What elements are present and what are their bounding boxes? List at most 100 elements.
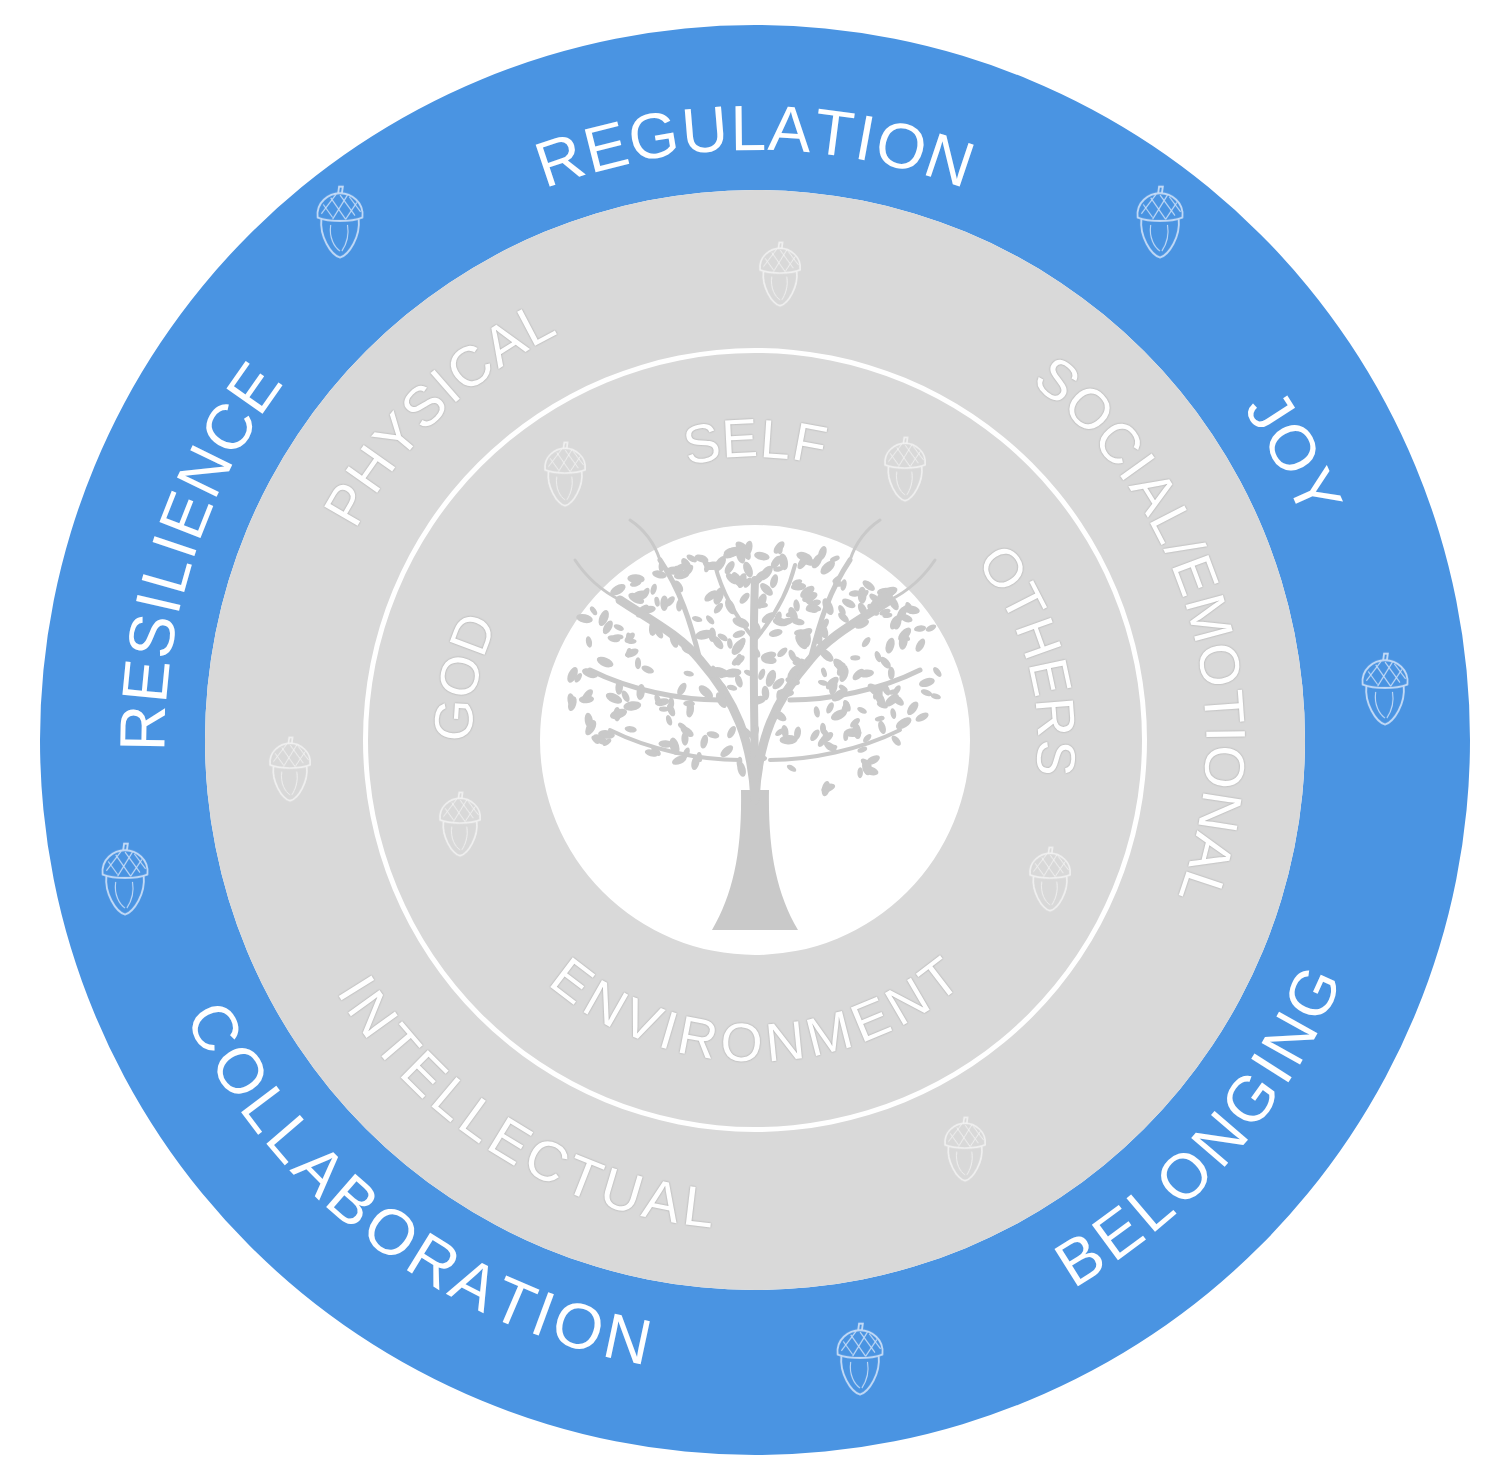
leaf <box>800 587 815 607</box>
ring-label: SELF <box>658 395 853 486</box>
leaf <box>711 665 731 679</box>
leaf <box>771 708 788 724</box>
leaf <box>880 682 892 697</box>
letter: A <box>766 96 815 163</box>
leaf <box>723 559 737 575</box>
leaf <box>820 780 831 797</box>
leaf <box>795 554 810 570</box>
ring-shape <box>368 353 1142 1127</box>
ring-label: BELONGING <box>1029 942 1364 1310</box>
leaf <box>791 617 805 626</box>
leaf <box>681 563 696 578</box>
leaf <box>660 595 668 611</box>
leaf <box>888 688 899 695</box>
leaf <box>844 728 862 737</box>
leaf <box>761 685 770 700</box>
leaf <box>726 638 733 649</box>
leaf <box>808 598 822 608</box>
leaf <box>694 553 710 564</box>
letter: U <box>677 96 731 164</box>
ring-band: SELFOTHERSENVIRONMENTGOD <box>368 353 1142 1127</box>
leaf <box>802 630 811 647</box>
leaf <box>837 666 850 683</box>
leaf <box>780 724 789 738</box>
leaf <box>615 680 623 695</box>
leaf <box>861 578 877 593</box>
ring-fill <box>205 190 1305 1290</box>
leaf <box>683 670 694 677</box>
letter: I <box>1197 725 1253 744</box>
leaf <box>785 610 796 618</box>
leaf <box>786 606 800 624</box>
leaf <box>595 654 615 669</box>
leaf <box>843 731 848 741</box>
leaf <box>757 668 767 681</box>
leaf <box>779 616 794 627</box>
leaf <box>879 585 898 600</box>
leaf <box>596 608 611 627</box>
leaf <box>752 569 767 586</box>
leaf <box>730 653 746 668</box>
leaf <box>813 706 821 718</box>
leaf <box>581 666 600 680</box>
leaf <box>888 667 895 680</box>
leaf <box>768 628 783 638</box>
leaf <box>829 686 849 704</box>
ring-label: PHYSICAL <box>304 279 581 549</box>
leaf <box>876 591 893 602</box>
leaf <box>894 715 914 732</box>
leaf <box>798 583 817 600</box>
leaf <box>702 588 719 604</box>
leaf <box>818 730 835 745</box>
leaf <box>886 594 901 611</box>
leaf <box>580 687 595 702</box>
leaf <box>675 681 688 697</box>
leaf <box>748 643 762 659</box>
leaf <box>913 637 927 653</box>
leaf <box>681 746 691 759</box>
leaf <box>624 725 637 733</box>
leaf <box>743 668 755 677</box>
leaf <box>736 756 743 767</box>
leaf <box>851 667 867 682</box>
leaf <box>865 602 881 618</box>
leaf <box>931 666 943 679</box>
leaf <box>850 655 860 660</box>
leaf <box>798 657 809 667</box>
leaf <box>806 605 820 613</box>
leaf <box>703 561 711 573</box>
leaf <box>896 625 914 643</box>
leaf <box>773 566 784 573</box>
leaf <box>786 763 798 773</box>
leaf <box>641 604 657 614</box>
leaf <box>729 570 744 588</box>
leaf <box>892 614 903 631</box>
leaf <box>835 662 847 677</box>
leaf <box>833 581 844 587</box>
leaf <box>725 549 738 557</box>
leaf <box>830 632 838 643</box>
leaf <box>677 721 688 731</box>
letter: O <box>1195 742 1254 792</box>
leaf <box>890 693 906 708</box>
leaf <box>566 695 578 712</box>
leaf <box>620 689 631 703</box>
leaf <box>829 707 849 723</box>
leaf <box>816 735 828 749</box>
letter: G <box>622 100 685 172</box>
leaf <box>749 694 767 706</box>
leaf <box>627 574 645 584</box>
leaf <box>673 570 690 581</box>
leaf <box>724 571 739 586</box>
leaf <box>930 692 942 700</box>
leaf <box>755 592 769 610</box>
leaf <box>679 724 696 739</box>
leaf <box>613 707 621 721</box>
leaf <box>826 744 838 751</box>
leaf <box>706 730 720 739</box>
leaf <box>640 664 655 675</box>
ring-fill <box>40 25 1470 1455</box>
leaf <box>584 712 594 729</box>
ring-label: GOD <box>410 591 515 764</box>
